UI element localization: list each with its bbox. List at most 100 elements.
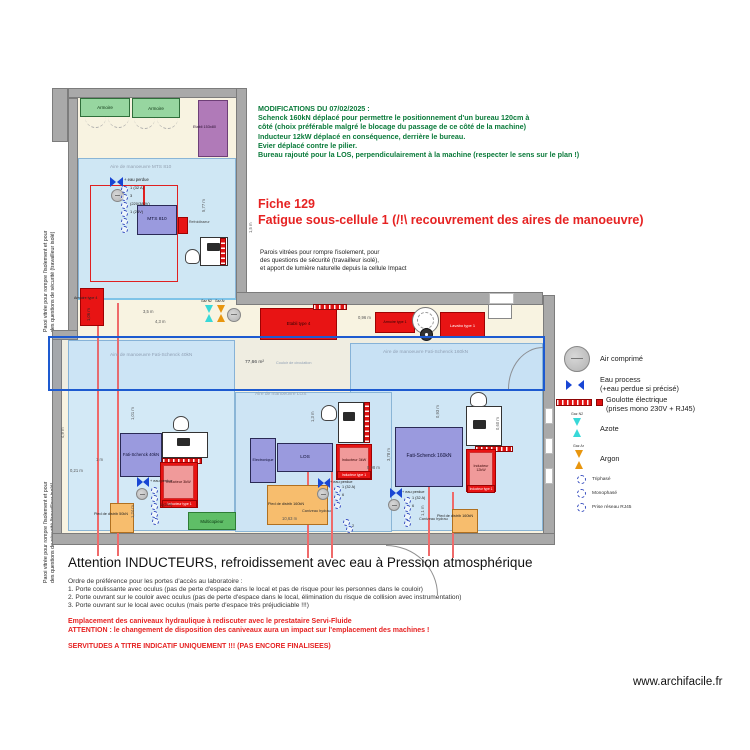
inducteur-3kw: Inducteur 3kW [339, 447, 369, 473]
dim: 1,5 m [248, 222, 253, 233]
legend-eau-label2: (+eau perdue si précisé) [600, 384, 679, 393]
laptop-icon [207, 243, 220, 251]
dim: 1,01 m [130, 407, 135, 420]
parois-note: Parois vitrées pour rompre l'isolement, … [260, 249, 407, 273]
window-2 [545, 438, 553, 454]
page-title: Fiche 129 Fatigue sous-cellule 1 (/!\ re… [258, 196, 644, 229]
prise-icon [152, 518, 159, 525]
prise-icon [334, 486, 341, 493]
goulotte-legend-square [596, 399, 603, 406]
prise-icon [334, 494, 341, 501]
refroidisseur-label: Refroidisseur [189, 220, 210, 224]
dim: 0,60 m [495, 417, 500, 430]
goulotte-legend-icon [556, 399, 592, 406]
prise-label: 1 (32 A) [412, 496, 426, 500]
dim: 1,3 m [310, 411, 315, 422]
legend-eau-label: Eau process [600, 375, 641, 384]
air-comprime-icon [111, 189, 124, 202]
laptop-icon [177, 438, 190, 446]
inducteur-type-label: Inducteur type 1 [162, 500, 197, 508]
prise-icon [121, 218, 128, 225]
dim: 1 m [96, 457, 103, 462]
eau-perdue-label: + eau perdue [330, 480, 353, 484]
dim: 0,93 m [435, 405, 440, 418]
legend-triphase-label: Triphasé [592, 477, 611, 482]
etabli-153x80 [198, 100, 228, 157]
prise-label: 3 [130, 193, 133, 198]
gaz-ar-label: Gaz Ar [215, 299, 225, 303]
machine-schenck-160: Fati-Schenck 160kN [395, 427, 463, 487]
caniveau-line [428, 470, 430, 556]
prise-icon [404, 505, 411, 512]
door-swing-arc [157, 118, 178, 129]
eau-process-legend-icon [566, 380, 584, 393]
azote-icon [205, 305, 214, 322]
couloir-label: Couloir de circulation [276, 361, 312, 365]
prise-icon [151, 511, 158, 518]
surface-label: 77,66 m² [245, 360, 264, 365]
legend-azote-label: Azote [600, 424, 619, 433]
prise-icon [151, 503, 158, 510]
red-warning-notes: Emplacement des caniveaux hydraulique à … [68, 618, 430, 634]
inducteur-type-label: Inducteur type 1 [337, 471, 371, 479]
evier-icon [412, 307, 439, 334]
dim: 0,98 m [367, 465, 380, 470]
recouvrement-overlay [48, 336, 545, 391]
dim: 0,96 m [358, 315, 371, 320]
caniveau-line [97, 288, 99, 556]
eau-process-icon [390, 488, 402, 498]
prise-icon [151, 495, 158, 502]
dim: 4,3 m [155, 319, 166, 324]
wall-step [52, 330, 78, 340]
pied-50-label: Pied de distrib 50kN [94, 512, 128, 516]
ordre-list: 1. Porte coulissante avec oculus (pas de… [68, 586, 462, 610]
etabli-label: Etabli 153x80 [193, 125, 217, 129]
prise-icon [404, 497, 411, 504]
dim: 1,24 m [130, 505, 135, 518]
dim: 0,21 m [70, 468, 83, 473]
aire-160-label: Aire de manoeuvre Fati-Schenck 160kN [383, 350, 469, 355]
chair [321, 405, 337, 421]
caniveau-label: Caniveau hydrau [302, 509, 331, 513]
legend-gaz-ar-label: Gaz Ar [573, 444, 584, 448]
dim: 5,77 m [201, 199, 206, 212]
chair [185, 249, 200, 264]
goulotte-strip [364, 402, 370, 443]
caniveau-line [117, 303, 119, 556]
air-comprime-icon [227, 308, 241, 322]
pied-160-label: Pied de distrib 160kN [437, 514, 474, 518]
goulotte-outline [90, 185, 178, 282]
gaz-n2-label: Gaz N2 [201, 299, 212, 303]
wall-left-upper [68, 98, 78, 338]
prise-icon [121, 194, 128, 201]
aire-mts-label: Aire de manoeuvre MTS 810 [110, 165, 172, 170]
prise-label: 6 [412, 504, 415, 508]
inducteur-12kw: Inducteur 12kW [469, 452, 493, 486]
desk [338, 402, 364, 443]
modifications-note: MODIFICATIONS DU 07/02/2025 :Schenck 160… [258, 104, 580, 160]
prise-label: 1 (32 A) [342, 485, 356, 489]
lavabo-box: Lavabo type 1 [440, 312, 485, 338]
armoire-type4-box [80, 288, 104, 326]
wall-right-upper [236, 88, 247, 304]
legend-gaz-n2-label: Gaz N2 [571, 412, 584, 416]
legend-goulotte-label2: (prises mono 230V + RJ45) [606, 404, 696, 413]
dim: 10,63 m [282, 516, 298, 521]
watermark: www.archifacile.fr [633, 676, 723, 688]
servitudes-note: SERVITUDES A TITRE INDICATIF UNIQUEMENT … [68, 643, 331, 650]
legend-goulotte-label: Goulotte électrique [606, 395, 668, 404]
prise-icon [404, 513, 411, 520]
legend-rj45-label: Prise réseau RJ45 [592, 505, 632, 510]
prise-icon [121, 186, 128, 193]
prise-icon [121, 202, 128, 209]
air-comprime-icon [388, 499, 400, 511]
fiche-subtitle: Fatigue sous-cellule 1 (/!\ recouvrement… [258, 213, 644, 228]
prise-label: 1 (24V) [160, 503, 173, 507]
azote-legend-icon [573, 418, 582, 437]
laptop-icon [343, 412, 355, 421]
aire-los-label: Aire de manoeuvre LOS [255, 392, 307, 397]
prise-icon [334, 502, 341, 509]
chair [470, 392, 487, 407]
prise-icon [343, 519, 350, 526]
